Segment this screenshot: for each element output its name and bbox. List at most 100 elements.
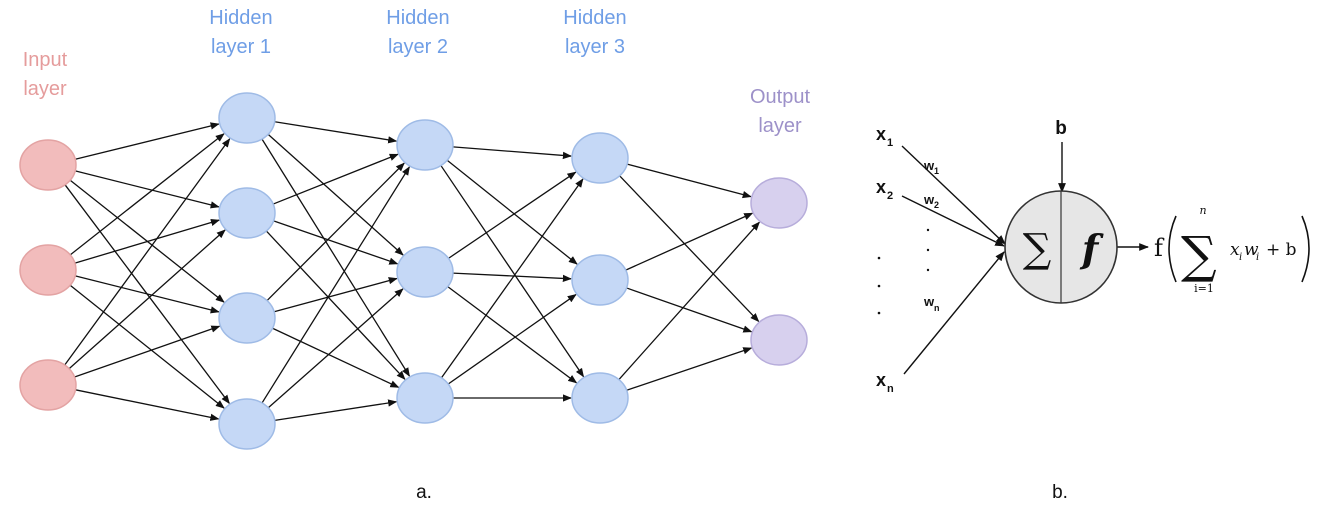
layer-title-line: Hidden <box>386 7 449 29</box>
connection-arrow <box>266 162 405 302</box>
layer-title-line: Hidden <box>209 7 272 29</box>
connection-arrow <box>274 399 398 422</box>
hidden-node <box>571 372 629 424</box>
connection-arrow <box>69 133 225 256</box>
layer-title-output: Output layer <box>750 86 810 137</box>
hidden-node <box>218 292 276 344</box>
input-var: x <box>876 124 886 144</box>
dot <box>926 228 930 232</box>
hidden-node <box>218 92 276 144</box>
connection-arrow <box>75 275 220 314</box>
connection-arrow <box>274 121 398 144</box>
weight-subscript: 2 <box>934 200 939 210</box>
formula-f: f <box>1154 234 1165 262</box>
connection-arrow <box>447 286 578 384</box>
connection-arrow <box>265 230 406 380</box>
connection-arrow <box>272 327 400 388</box>
formula-x-index: i <box>1239 252 1242 263</box>
input-label-1: x 1 <box>876 124 893 149</box>
formula-sigma: ∑ <box>1181 226 1217 284</box>
connection-arrow <box>452 146 572 160</box>
formula-right-paren <box>1301 215 1310 283</box>
bias-label: b <box>1055 118 1067 139</box>
input-arrow-2 <box>901 195 1005 247</box>
input-node <box>19 359 77 411</box>
output-node <box>750 314 808 366</box>
neuron-diagram: ∑ f b x 1 x 2 x n w 1 w 2 w n <box>876 118 1310 503</box>
dot <box>877 311 881 315</box>
input-subscript: n <box>887 383 894 395</box>
connection-arrow <box>75 170 220 209</box>
connection-arrow <box>69 284 225 409</box>
input-subscript: 1 <box>887 137 893 149</box>
weight-label-1: w 1 <box>923 158 939 176</box>
hidden-node <box>218 187 276 239</box>
caption-b: b. <box>1052 482 1068 503</box>
hidden-node <box>571 132 629 184</box>
layer-title-line: Output <box>750 86 810 108</box>
formula-plus-b: + b <box>1266 240 1297 260</box>
connection-arrow <box>619 175 760 323</box>
connection-arrow <box>440 165 585 378</box>
hidden-node <box>396 372 454 424</box>
weight-label-2: w 2 <box>923 192 939 210</box>
input-arrow-n <box>903 251 1005 375</box>
input-arrow-1 <box>901 145 1006 245</box>
connection-arrow <box>75 389 220 421</box>
network-nodes <box>19 92 808 450</box>
connection-arrow <box>64 138 231 366</box>
connection-arrow <box>618 221 760 381</box>
output-node <box>750 177 808 229</box>
dot <box>877 256 881 260</box>
formula-w-index: i <box>1256 252 1259 263</box>
caption-a: a. <box>416 482 432 503</box>
input-var: x <box>876 370 886 390</box>
sum-symbol: ∑ <box>1023 226 1052 272</box>
connection-arrow <box>68 229 226 370</box>
formula-left-paren <box>1168 215 1177 283</box>
connection-arrow <box>448 171 577 259</box>
connection-arrow <box>452 272 572 283</box>
hidden-node <box>396 246 454 298</box>
connection-arrow <box>267 288 404 409</box>
formula-w: w <box>1244 240 1259 260</box>
layer-title-line: Hidden <box>563 7 626 29</box>
layer-title-line: Input <box>23 49 68 71</box>
connection-arrow <box>273 220 399 265</box>
connection-arrow <box>273 277 398 313</box>
ellipsis-dots <box>877 228 930 315</box>
input-label-2: x 2 <box>876 177 893 202</box>
dot <box>877 284 881 288</box>
layer-title-line: layer 1 <box>211 36 271 58</box>
input-subscript: 2 <box>887 190 893 202</box>
weight-var: w <box>923 158 935 173</box>
formula-lower: i=1 <box>1194 282 1214 295</box>
input-label-n: x n <box>876 370 894 395</box>
dot <box>926 268 930 272</box>
layer-title-line: layer <box>23 78 67 100</box>
connection-arrow <box>261 166 410 404</box>
input-node <box>19 244 77 296</box>
formula-x: x <box>1230 240 1240 260</box>
hidden-node <box>571 254 629 306</box>
layer-title-hidden-2: Hidden layer 2 <box>386 7 449 58</box>
connection-arrow <box>74 219 220 264</box>
hidden-node <box>218 398 276 450</box>
weight-subscript: n <box>934 303 940 313</box>
connection-arrow <box>626 347 753 391</box>
layer-title-hidden-3: Hidden layer 3 <box>563 7 626 58</box>
connection-arrow <box>626 163 752 199</box>
connection-arrow <box>626 287 753 333</box>
dot <box>926 248 930 252</box>
hidden-node <box>396 119 454 171</box>
weight-label-n: w n <box>923 294 940 313</box>
input-node <box>19 139 77 191</box>
layer-title-line: layer 2 <box>388 36 448 58</box>
connection-arrow <box>272 153 399 205</box>
layer-title-hidden-1: Hidden layer 1 <box>209 7 272 58</box>
connection-arrow <box>74 325 221 378</box>
input-var: x <box>876 177 886 197</box>
network-connections <box>64 121 760 422</box>
layer-title-input: Input layer <box>23 49 68 100</box>
